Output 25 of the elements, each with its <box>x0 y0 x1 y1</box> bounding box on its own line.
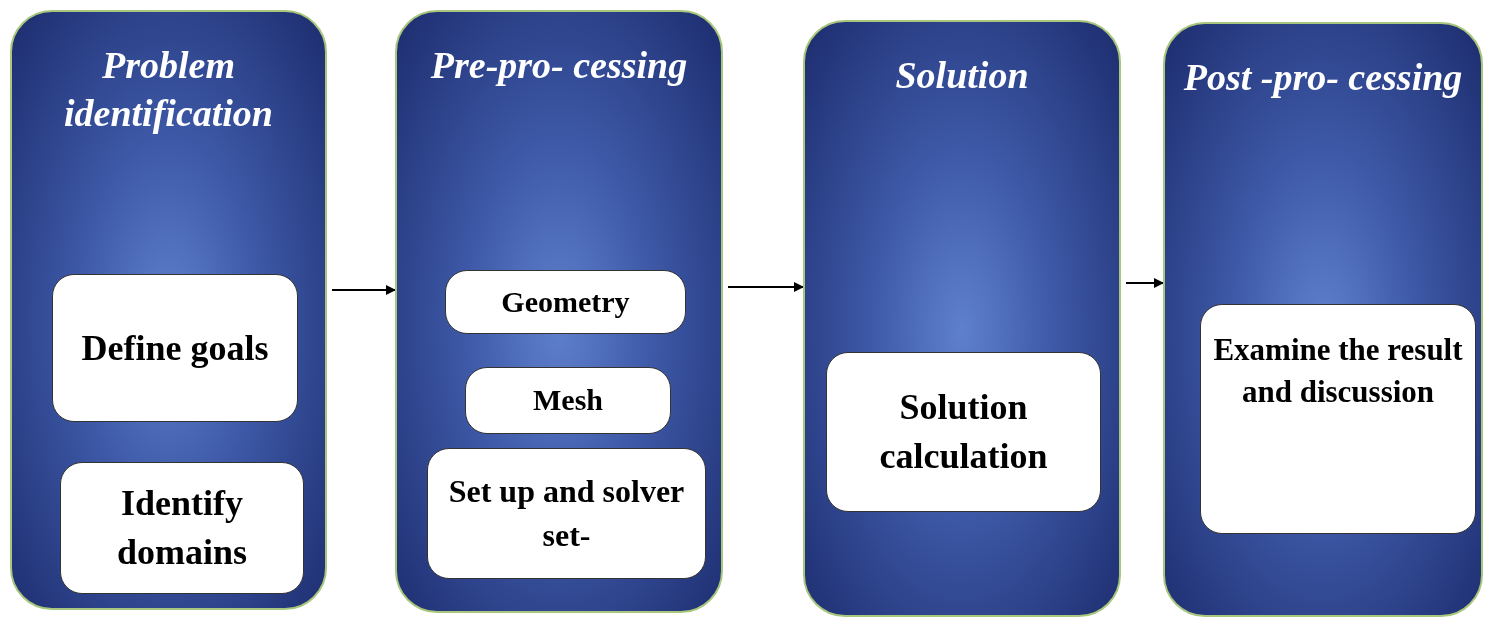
step-box <box>52 274 298 422</box>
step-label: Examine the result and discussion <box>1212 331 1464 411</box>
stage-heading: Pre-pro- cessing <box>429 43 689 88</box>
stage-heading: Solution <box>894 53 1030 98</box>
step-label: Solution calculation <box>878 386 1049 478</box>
step-label: Mesh <box>533 382 603 419</box>
step-label: Set up and solver set- <box>447 472 686 555</box>
stage-heading: Post -pro- cessing <box>1182 55 1464 100</box>
step-box <box>1200 304 1476 534</box>
arrow <box>727 282 804 292</box>
stage-panel <box>803 20 1121 617</box>
step-box <box>427 448 706 579</box>
arrow <box>1125 278 1164 288</box>
stage-heading: Problem identification <box>63 43 274 136</box>
arrow <box>331 285 396 295</box>
step-box <box>826 352 1101 512</box>
step-label: Identify domains <box>115 482 248 574</box>
stage-panel <box>10 10 327 610</box>
step-box <box>465 367 671 434</box>
step-label: Geometry <box>501 283 630 320</box>
step-box <box>60 462 304 594</box>
stage-panel <box>1163 22 1483 617</box>
step-box <box>445 270 686 334</box>
step-label: Define goals <box>81 326 269 370</box>
stage-panel <box>395 10 723 613</box>
